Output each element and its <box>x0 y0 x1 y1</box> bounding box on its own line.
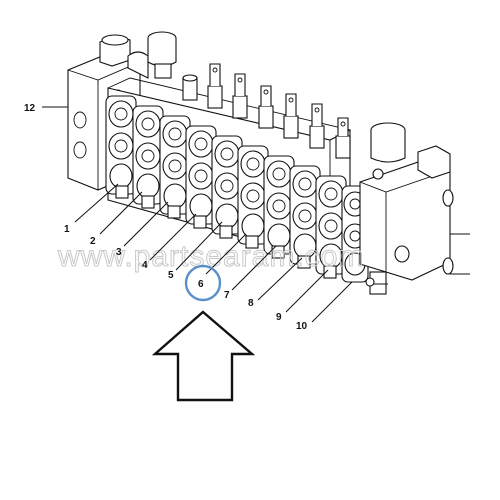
leader-10 <box>311 281 353 323</box>
leader-2 <box>99 191 143 235</box>
leader-lines <box>42 106 353 323</box>
leader-8 <box>257 257 303 301</box>
leader-3 <box>123 201 169 247</box>
section-faces <box>105 95 369 283</box>
leader-1 <box>74 183 119 223</box>
callout-2: 2 <box>90 236 96 247</box>
callout-3: 3 <box>116 247 122 258</box>
callout-7: 7 <box>224 290 230 301</box>
leader-6 <box>205 233 247 275</box>
highlight-circle <box>184 264 222 302</box>
callout-6: 6 <box>198 279 204 290</box>
leader-5 <box>175 221 223 271</box>
callout-4: 4 <box>142 260 148 271</box>
bottom-fittings <box>115 185 337 279</box>
callout-10: 10 <box>296 321 308 332</box>
leader-7 <box>231 245 277 291</box>
pointer-arrow-up-icon <box>151 310 256 402</box>
callout-9: 9 <box>276 312 282 323</box>
leader-9 <box>285 269 329 313</box>
callout-8: 8 <box>248 298 254 309</box>
spool-top-fittings <box>127 31 406 163</box>
callout-labels: 12 1 2 3 4 5 6 7 8 9 10 <box>24 103 308 332</box>
callout-12: 12 <box>24 103 36 114</box>
callout-5: 5 <box>168 270 174 281</box>
callout-1: 1 <box>64 224 70 235</box>
right-end-plate <box>359 145 470 295</box>
leader-4 <box>149 213 197 261</box>
